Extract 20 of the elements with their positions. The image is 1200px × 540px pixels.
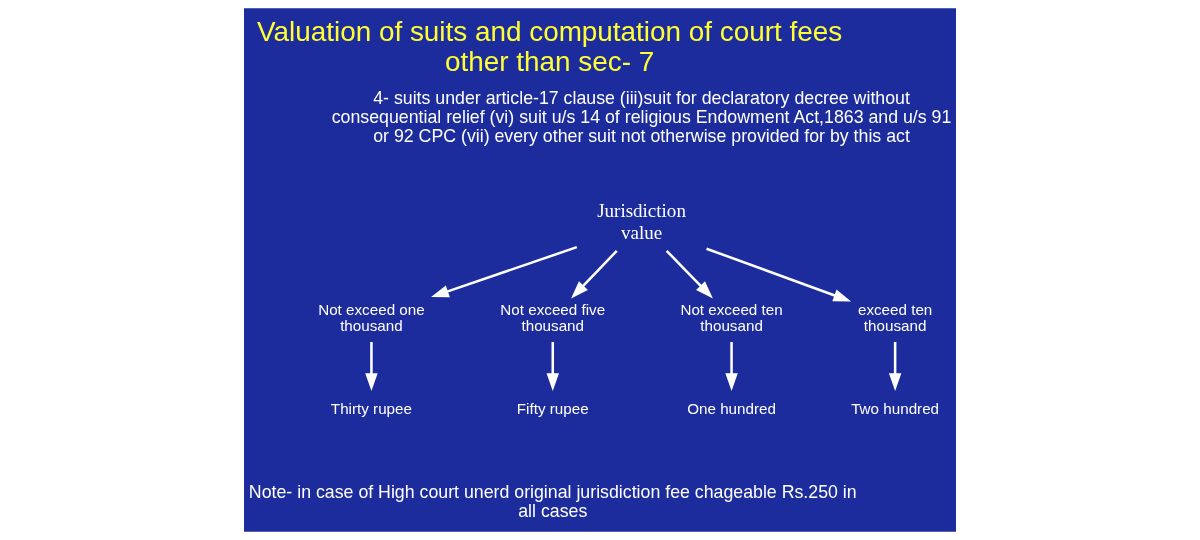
arrow [888,342,902,391]
node-text: Not exceed one thousand [318,300,425,334]
arrow [725,342,738,391]
arrow [706,247,852,302]
arrow [546,342,559,391]
node-text: exceed ten thousand [857,300,933,334]
arrow [365,342,378,391]
node-text: Fifty rupee [516,400,589,418]
label: Note- in case of High court unerd original jurisdiction fee chageable Rs.250 in all cases [248,481,857,521]
node-text: Not exceed five thousand [500,300,606,334]
node-text: Not exceed ten thousand [680,300,783,334]
diagram-title: Valuation of suits and computation of court fees other than sec- 7 [256,15,843,78]
node-text: One hundred [687,400,776,418]
arrow [431,245,578,298]
arrow [571,249,618,299]
node-text: Jurisdiction value [597,200,686,243]
label: 4- suits under article-17 clause (iii)suit for declaratory decree without consequential relief (vi) suit u/s 14 of religious Endowment Act,1863 and u/s 91 or 92 CPC (vii) every other suit not otherwise provided for by this act [331,87,952,146]
arrow [665,249,713,299]
node-text: Two hundred [851,400,940,418]
node-text: Thirty rupee [330,400,412,418]
